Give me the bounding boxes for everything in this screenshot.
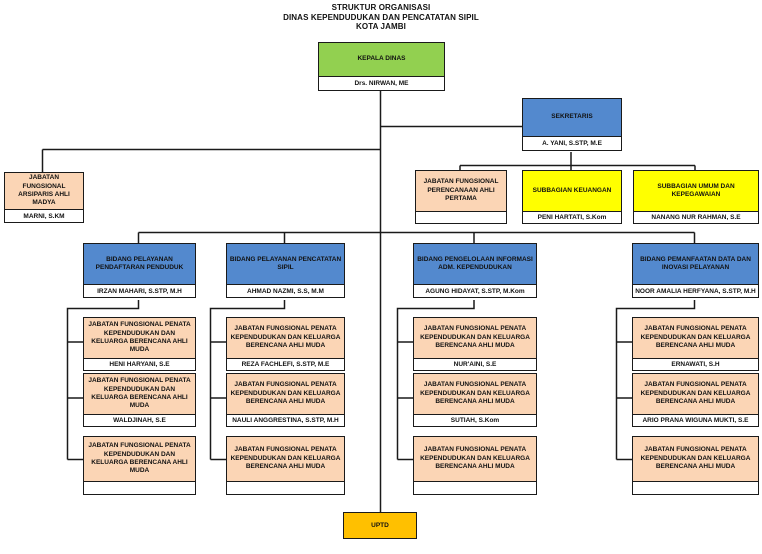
node-staff-2-3: JABATAN FUNGSIONAL PENATA KEPENDUDUKAN D… — [226, 436, 345, 495]
bidang-4-name: NOOR AMALIA HERFYANA, S.STP, M.H — [633, 285, 758, 297]
node-staff-4-1: JABATAN FUNGSIONAL PENATA KEPENDUDUKAN D… — [632, 317, 759, 371]
staff-4-2-name: ARIO PRANA WIGUNA MUKTI, S.E — [633, 415, 758, 426]
staff-3-3-title: JABATAN FUNGSIONAL PENATA KEPENDUDUKAN D… — [414, 437, 536, 482]
subbagian-keuangan-name: PENI HARTATI, S.Kom — [523, 212, 621, 223]
staff-2-1-title: JABATAN FUNGSIONAL PENATA KEPENDUDUKAN D… — [227, 318, 344, 359]
staff-1-3-title: JABATAN FUNGSIONAL PENATA KEPENDUDUKAN D… — [84, 437, 195, 482]
node-staff-1-3: JABATAN FUNGSIONAL PENATA KEPENDUDUKAN D… — [83, 436, 196, 495]
staff-3-1-title: JABATAN FUNGSIONAL PENATA KEPENDUDUKAN D… — [414, 318, 536, 359]
node-staff-3-2: JABATAN FUNGSIONAL PENATA KEPENDUDUKAN D… — [413, 373, 537, 427]
staff-2-3-title: JABATAN FUNGSIONAL PENATA KEPENDUDUKAN D… — [227, 437, 344, 482]
node-bidang-3: BIDANG PENGELOLAAN INFORMASI ADM. KEPEND… — [413, 243, 537, 298]
node-staff-2-2: JABATAN FUNGSIONAL PENATA KEPENDUDUKAN D… — [226, 373, 345, 427]
subbagian-umum-title: SUBBAGIAN UMUM DAN KEPEGAWAIAN — [634, 171, 758, 212]
node-subbagian-keuangan: SUBBAGIAN KEUANGAN PENI HARTATI, S.Kom — [522, 170, 622, 224]
page-title-line2: DINAS KEPENDUDUKAN DAN PENCATATAN SIPIL — [283, 12, 479, 22]
node-sekretaris: SEKRETARIS A. YANI, S.STP, M.E — [522, 98, 622, 151]
staff-2-2-name: NAULI ANGGRESTINA, S.STP, M.H — [227, 415, 344, 426]
staff-1-3-name — [84, 482, 195, 494]
sekretaris-title: SEKRETARIS — [523, 99, 621, 137]
node-staff-1-2: JABATAN FUNGSIONAL PENATA KEPENDUDUKAN D… — [83, 373, 196, 427]
staff-3-2-title: JABATAN FUNGSIONAL PENATA KEPENDUDUKAN D… — [414, 374, 536, 415]
node-bidang-4: BIDANG PEMANFAATAN DATA DAN INOVASI PELA… — [632, 243, 759, 298]
node-bidang-2: BIDANG PELAYANAN PENCATATAN SIPIL AHMAD … — [226, 243, 345, 298]
bidang-2-name: AHMAD NAZMI, S.S, M.M — [227, 285, 344, 297]
staff-4-1-title: JABATAN FUNGSIONAL PENATA KEPENDUDUKAN D… — [633, 318, 758, 359]
subbagian-keuangan-title: SUBBAGIAN KEUANGAN — [523, 171, 621, 212]
node-staff-4-2: JABATAN FUNGSIONAL PENATA KEPENDUDUKAN D… — [632, 373, 759, 427]
kepala-dinas-title: KEPALA DINAS — [319, 43, 444, 77]
node-subbagian-umum: SUBBAGIAN UMUM DAN KEPEGAWAIAN NANANG NU… — [633, 170, 759, 224]
kepala-dinas-name: Drs. NIRWAN, ME — [319, 77, 444, 90]
node-uptd: UPTD — [343, 512, 417, 539]
arsiparis-name: MARNI, S.KM — [5, 210, 83, 222]
node-perencanaan: JABATAN FUNGSIONAL PERENCANAAN AHLI PERT… — [415, 170, 507, 224]
staff-3-3-name — [414, 482, 536, 494]
node-staff-2-1: JABATAN FUNGSIONAL PENATA KEPENDUDUKAN D… — [226, 317, 345, 371]
staff-2-2-title: JABATAN FUNGSIONAL PENATA KEPENDUDUKAN D… — [227, 374, 344, 415]
perencanaan-title: JABATAN FUNGSIONAL PERENCANAAN AHLI PERT… — [416, 171, 506, 212]
node-staff-1-1: JABATAN FUNGSIONAL PENATA KEPENDUDUKAN D… — [83, 317, 196, 371]
bidang-3-title: BIDANG PENGELOLAAN INFORMASI ADM. KEPEND… — [414, 244, 536, 285]
staff-1-1-name: HENI HARYANI, S.E — [84, 359, 195, 370]
page-title-line1: STRUKTUR ORGANISASI — [331, 3, 431, 12]
bidang-1-name: IRZAN MAHARI, S.STP, M.H — [84, 285, 195, 297]
page-title: STRUKTUR ORGANISASI DINAS KEPENDUDUKAN D… — [0, 3, 762, 32]
node-bidang-1: BIDANG PELAYANAN PENDAFTARAN PENDUDUK IR… — [83, 243, 196, 298]
node-arsiparis: JABATAN FUNGSIONAL ARSIPARIS AHLI MADYA … — [4, 172, 84, 223]
staff-1-2-title: JABATAN FUNGSIONAL PENATA KEPENDUDUKAN D… — [84, 374, 195, 415]
arsiparis-title: JABATAN FUNGSIONAL ARSIPARIS AHLI MADYA — [5, 173, 83, 210]
staff-1-2-name: WALDJINAH, S.E — [84, 415, 195, 426]
staff-4-1-name: ERNAWATI, S.H — [633, 359, 758, 370]
staff-1-1-title: JABATAN FUNGSIONAL PENATA KEPENDUDUKAN D… — [84, 318, 195, 359]
node-staff-4-3: JABATAN FUNGSIONAL PENATA KEPENDUDUKAN D… — [632, 436, 759, 495]
staff-2-3-name — [227, 482, 344, 494]
staff-2-1-name: REZA FACHLEFI, S.STP, M.E — [227, 359, 344, 370]
bidang-1-title: BIDANG PELAYANAN PENDAFTARAN PENDUDUK — [84, 244, 195, 285]
node-staff-3-1: JABATAN FUNGSIONAL PENATA KEPENDUDUKAN D… — [413, 317, 537, 371]
staff-4-2-title: JABATAN FUNGSIONAL PENATA KEPENDUDUKAN D… — [633, 374, 758, 415]
page-title-line3: KOTA JAMBI — [356, 22, 406, 31]
staff-4-3-name — [633, 482, 758, 494]
sekretaris-name: A. YANI, S.STP, M.E — [523, 137, 621, 150]
bidang-3-name: AGUNG HIDAYAT, S.STP, M.Kom — [414, 285, 536, 297]
staff-4-3-title: JABATAN FUNGSIONAL PENATA KEPENDUDUKAN D… — [633, 437, 758, 482]
node-kepala-dinas: KEPALA DINAS Drs. NIRWAN, ME — [318, 42, 445, 91]
node-staff-3-3: JABATAN FUNGSIONAL PENATA KEPENDUDUKAN D… — [413, 436, 537, 495]
perencanaan-name — [416, 212, 506, 223]
bidang-2-title: BIDANG PELAYANAN PENCATATAN SIPIL — [227, 244, 344, 285]
staff-3-2-name: SUTIAH, S.Kom — [414, 415, 536, 426]
subbagian-umum-name: NANANG NUR RAHMAN, S.E — [634, 212, 758, 223]
bidang-4-title: BIDANG PEMANFAATAN DATA DAN INOVASI PELA… — [633, 244, 758, 285]
staff-3-1-name: NUR'AINI, S.E — [414, 359, 536, 370]
